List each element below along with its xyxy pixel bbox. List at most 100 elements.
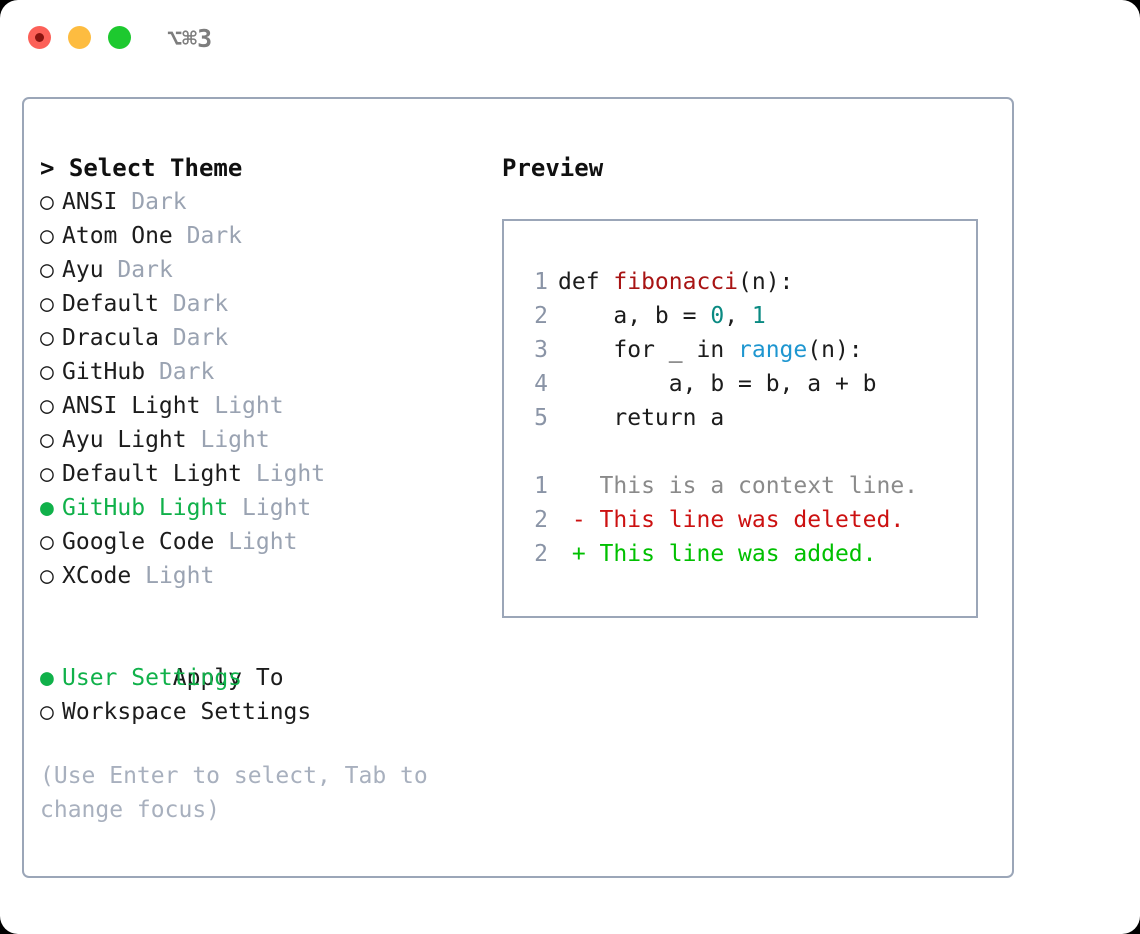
- theme-option-xcode[interactable]: ○XCode Light: [40, 559, 480, 593]
- apply-to-option-workspace-settings[interactable]: ○ Workspace Settings: [40, 695, 480, 729]
- code-line: 3 for _ in range(n):: [522, 333, 976, 367]
- code-token-builtin: range: [738, 337, 808, 363]
- theme-option-kind: Light: [242, 495, 312, 521]
- diff-line-added: 2 + This line was added.: [522, 537, 976, 571]
- theme-option-name: Default Light: [62, 461, 243, 487]
- diff-line-number: 1: [534, 473, 548, 499]
- radio-unselected-icon: ○: [40, 291, 54, 317]
- theme-option-dracula[interactable]: ○ Dracula Dark: [40, 321, 480, 355]
- radio-unselected-icon: ○: [40, 393, 54, 419]
- code-line: 1 def fibonacci(n):: [522, 265, 976, 299]
- theme-option-github[interactable]: ○ GitHub Dark: [40, 355, 480, 389]
- diff-sample: 1 This is a context line.2 - This line w…: [522, 469, 976, 571]
- minimize-button[interactable]: [68, 26, 91, 49]
- theme-option-atom-one[interactable]: ○ Atom One Dark: [40, 219, 480, 253]
- theme-option-default-light[interactable]: ○ Default Light Light: [40, 457, 480, 491]
- theme-option-name: Ayu Light: [62, 427, 187, 453]
- theme-option-kind: Dark: [131, 189, 187, 215]
- theme-selector-column: > Select Theme ○ANSI Dark○Atom One Dark○…: [40, 151, 480, 827]
- apply-to-option-user-settings[interactable]: ● User Settings: [40, 661, 480, 695]
- code-token-plain: (n):: [807, 337, 863, 363]
- diff-line-text: - This line was deleted.: [558, 507, 905, 533]
- theme-option-name: GitHub Light: [62, 495, 229, 521]
- diff-line-number: 2: [534, 507, 548, 533]
- apply-to-option-list: ● User Settings ○ Workspace Settings: [40, 661, 480, 729]
- theme-option-google-code[interactable]: ○ Google Code Light: [40, 525, 480, 559]
- close-button[interactable]: [28, 26, 51, 49]
- diff-line-text: + This line was added.: [558, 541, 877, 567]
- code-line-number: 2: [534, 303, 548, 329]
- radio-unselected-icon: ○: [40, 359, 54, 385]
- code-token-num: 1: [751, 303, 766, 329]
- diff-line-deleted: 2 - This line was deleted.: [522, 503, 976, 537]
- code-token-fn: fibonacci: [613, 269, 739, 295]
- code-line-number: 5: [534, 405, 548, 431]
- code-token-plain: def: [558, 269, 614, 295]
- theme-option-name: Dracula: [62, 325, 159, 351]
- code-line: 4 a, b = b, a + b: [522, 367, 976, 401]
- code-token-plain: for _ in: [613, 337, 739, 363]
- select-theme-header: > Select Theme: [40, 154, 243, 182]
- theme-option-ayu-light[interactable]: ○ Ayu Light Light: [40, 423, 480, 457]
- theme-option-kind: Dark: [158, 359, 215, 385]
- title-bar: ⌥⌘3: [0, 0, 1140, 78]
- theme-option-ansi-light[interactable]: ○ANSI Light Light: [40, 389, 480, 423]
- preview-gap: [522, 435, 976, 469]
- theme-option-list: ○ANSI Dark○Atom One Dark○Ayu Dark○Defaul…: [40, 185, 480, 593]
- theme-option-kind: Light: [255, 461, 326, 487]
- code-token-plain: a, b =: [613, 303, 711, 329]
- radio-unselected-icon: ○: [40, 427, 54, 453]
- code-line-number: 3: [534, 337, 548, 363]
- code-token-plain: (n):: [738, 269, 794, 295]
- code-token-num: 0: [710, 303, 725, 329]
- theme-option-ansi[interactable]: ○ANSI Dark: [40, 185, 480, 219]
- content-panel: > Select Theme ○ANSI Dark○Atom One Dark○…: [22, 97, 1014, 878]
- theme-option-github-light[interactable]: ● GitHub Light Light: [40, 491, 480, 525]
- theme-option-kind: Dark: [172, 325, 229, 351]
- zoom-button[interactable]: [108, 26, 131, 49]
- theme-option-name: Ayu: [62, 257, 104, 283]
- diff-line-context: 1 This is a context line.: [522, 469, 976, 503]
- theme-option-name: GitHub: [62, 359, 146, 385]
- theme-option-kind: Dark: [186, 223, 243, 249]
- radio-unselected-icon: ○: [40, 325, 54, 351]
- theme-option-name: Default: [62, 291, 159, 317]
- code-line-number: 1: [534, 269, 548, 295]
- theme-option-default[interactable]: ○ Default Dark: [40, 287, 480, 321]
- code-token-plain: return a: [613, 405, 725, 431]
- radio-unselected-icon: ○: [40, 699, 54, 725]
- theme-option-kind: Light: [228, 529, 298, 555]
- keyboard-shortcut-label: ⌥⌘3: [167, 24, 213, 53]
- theme-option-name: Google Code: [62, 529, 215, 555]
- code-token-plain: ,: [724, 303, 752, 329]
- radio-unselected-icon: ○: [40, 257, 54, 283]
- theme-option-kind: Dark: [172, 291, 229, 317]
- theme-option-name: Atom One: [62, 223, 173, 249]
- radio-unselected-icon: ○: [40, 529, 54, 555]
- apply-to-header: Apply To: [40, 627, 480, 691]
- radio-unselected-icon: ○: [40, 223, 54, 249]
- diff-line-text: This is a context line.: [558, 473, 919, 499]
- theme-option-kind: Light: [200, 427, 270, 453]
- keyboard-hint-text: (Use Enter to select, Tab to change focu…: [40, 763, 442, 823]
- radio-unselected-icon: ○: [40, 563, 54, 589]
- theme-option-kind: Dark: [117, 257, 173, 283]
- radio-selected-icon: ●: [40, 665, 54, 691]
- apply-to-option-name: Workspace Settings: [62, 699, 312, 725]
- apply-to-option-name: User Settings: [62, 665, 243, 691]
- theme-option-ayu[interactable]: ○ Ayu Dark: [40, 253, 480, 287]
- preview-header: Preview: [502, 154, 604, 182]
- code-line: 5 return a: [522, 401, 976, 435]
- radio-selected-icon: ●: [40, 495, 54, 521]
- theme-option-kind: Light: [145, 563, 215, 589]
- radio-unselected-icon: ○: [40, 189, 54, 215]
- radio-unselected-icon: ○: [40, 461, 54, 487]
- diff-line-number: 2: [534, 541, 548, 567]
- window-controls: [28, 26, 131, 49]
- list-spacer: [40, 593, 480, 627]
- code-line: 2 a, b = 0, 1: [522, 299, 976, 333]
